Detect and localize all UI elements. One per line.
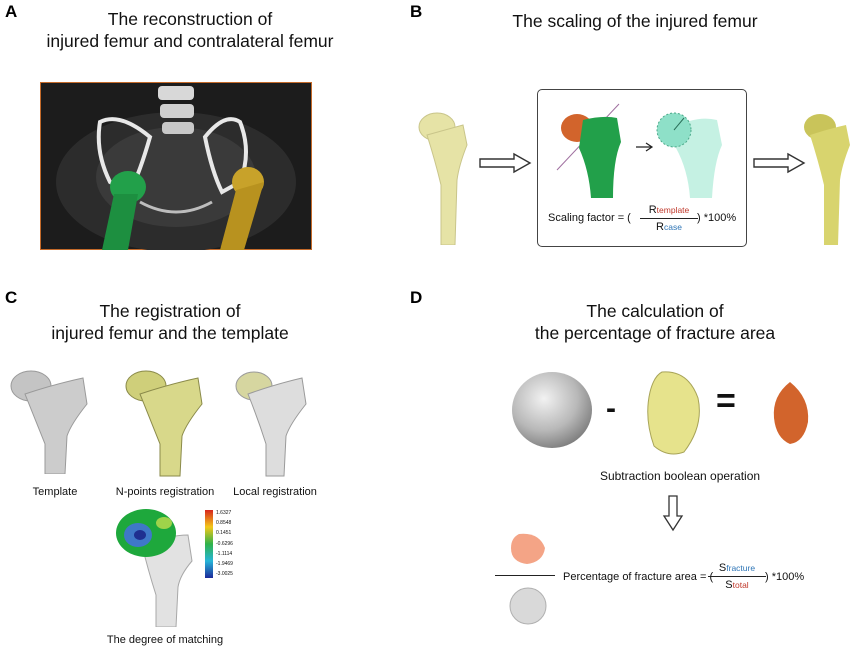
panel-a-letter: A bbox=[5, 2, 18, 21]
arrow-right-icon bbox=[753, 152, 806, 174]
panel-c-title: The registration of injured femur and th… bbox=[30, 300, 310, 344]
caption-npoints: N-points registration bbox=[115, 486, 215, 498]
caption-template: Template bbox=[32, 486, 78, 498]
scaling-numerator: Rtemplate bbox=[648, 204, 690, 216]
panel-b-letter: B bbox=[410, 2, 423, 21]
femur-shaft-shape bbox=[247, 377, 307, 477]
npoints-femur bbox=[125, 370, 203, 477]
radius-line bbox=[673, 117, 685, 131]
ct-vertebra-1 bbox=[158, 86, 194, 100]
ct-scan-image bbox=[40, 82, 312, 250]
panel-b-femur-left bbox=[418, 112, 468, 245]
gray-sphere-small-body bbox=[509, 587, 547, 625]
yellow-head-shape bbox=[647, 371, 700, 455]
small-arrow-icon bbox=[636, 142, 654, 152]
colorbar-tick: 0.1451 bbox=[216, 530, 232, 537]
panel-b-femur-right bbox=[804, 114, 850, 245]
colorbar bbox=[205, 510, 213, 578]
percentage-formula-fraction: Sfracture Stotal bbox=[708, 562, 766, 591]
matching-heatmap-femur bbox=[116, 509, 193, 627]
ct-vertebra-3 bbox=[162, 122, 194, 134]
ct-right-ilium bbox=[202, 117, 248, 195]
percentage-denominator-sub: total bbox=[732, 580, 749, 590]
colorbar-tick: -3.0025 bbox=[216, 571, 233, 578]
panel-d-title-line1: The calculation of bbox=[586, 301, 724, 321]
scaling-formula-suffix: ) *100% bbox=[697, 212, 737, 224]
panel-d-title-line2: the percentage of fracture area bbox=[534, 323, 776, 343]
subtraction-label: Subtraction boolean operation bbox=[599, 469, 761, 483]
scaling-denominator: Rcase bbox=[656, 221, 682, 233]
orange-fracture-shape bbox=[773, 382, 809, 444]
panel-d-letter: D bbox=[410, 288, 423, 307]
heatmap-yellow-region bbox=[156, 517, 172, 529]
scaling-green-femur bbox=[556, 103, 621, 198]
scaling-formula-fraction: Rtemplate Rcase bbox=[640, 204, 698, 233]
panel-d-title: The calculation of the percentage of fra… bbox=[490, 300, 820, 344]
panel-a-title: The reconstruction of injured femur and … bbox=[40, 8, 340, 52]
orange-fracture-small-body bbox=[511, 533, 545, 564]
orange-fracture-small bbox=[511, 533, 545, 564]
colorbar-tick: -1.1114 bbox=[216, 550, 233, 557]
percentage-fraction-bar bbox=[708, 576, 766, 577]
panel-c-title-line1: The registration of bbox=[99, 301, 241, 321]
colorbar-tick: -1.9469 bbox=[216, 561, 233, 568]
percentage-formula-label: Percentage of fracture area = ( bbox=[563, 571, 714, 583]
local-femur bbox=[235, 371, 307, 477]
percentage-numerator-sub: fracture bbox=[726, 563, 756, 573]
femur-shaft-shape bbox=[426, 124, 468, 245]
scaling-numerator-sub: template bbox=[656, 205, 690, 215]
scaling-fraction-bar bbox=[640, 218, 698, 219]
gray-sphere bbox=[512, 372, 592, 448]
arrow-right-icon bbox=[479, 152, 532, 174]
equals-sign: = bbox=[716, 382, 736, 420]
ct-left-ilium bbox=[96, 117, 153, 195]
femur-shaft-shape bbox=[810, 125, 850, 245]
minus-sign: - bbox=[606, 392, 616, 425]
panel-a-title-line2: injured femur and contralateral femur bbox=[46, 31, 334, 51]
percentage-numerator: Sfracture bbox=[718, 562, 756, 574]
percentage-denominator: Stotal bbox=[725, 579, 749, 591]
yellow-head-body bbox=[647, 371, 700, 455]
scaling-denominator-sub: case bbox=[663, 222, 682, 232]
gray-sphere-small bbox=[509, 587, 547, 625]
shape-fraction-bar bbox=[495, 575, 555, 576]
caption-matching: The degree of matching bbox=[106, 634, 224, 646]
ct-vertebra-2 bbox=[160, 104, 194, 118]
panel-b-title: The scaling of the injured femur bbox=[512, 11, 758, 31]
colorbar-tick: 1.6327 bbox=[216, 510, 232, 516]
arrow-down-icon bbox=[662, 495, 684, 532]
template-femur bbox=[10, 370, 88, 474]
panel-c-title-line2: injured femur and the template bbox=[51, 323, 289, 343]
scaling-green-shaft bbox=[579, 116, 621, 198]
ct-pubis bbox=[139, 200, 213, 214]
femur-shaft-shape bbox=[139, 377, 203, 477]
scaling-formula-label: Scaling factor = ( bbox=[548, 212, 631, 224]
colorbar-ticks: 1.6327 0.8548 0.1451 -0.6296 -1.1114 -1.… bbox=[216, 508, 256, 579]
caption-local: Local registration bbox=[233, 486, 317, 498]
panel-a-title-line1: The reconstruction of bbox=[107, 9, 273, 29]
colorbar-tick: 0.8548 bbox=[216, 520, 232, 527]
femur-shaft-shape bbox=[24, 377, 88, 474]
scaling-teal-femur bbox=[656, 112, 722, 198]
sphere-body bbox=[512, 372, 592, 448]
percentage-formula-suffix: ) *100% bbox=[765, 571, 805, 583]
heatmap-dark-region bbox=[134, 530, 146, 540]
ct-gold-femur-shaft bbox=[220, 182, 264, 250]
ct-green-femur-shaft bbox=[102, 194, 138, 250]
colorbar-tick: -0.6296 bbox=[216, 540, 233, 547]
panel-c-letter: C bbox=[5, 288, 18, 307]
orange-fracture-body bbox=[773, 382, 809, 444]
